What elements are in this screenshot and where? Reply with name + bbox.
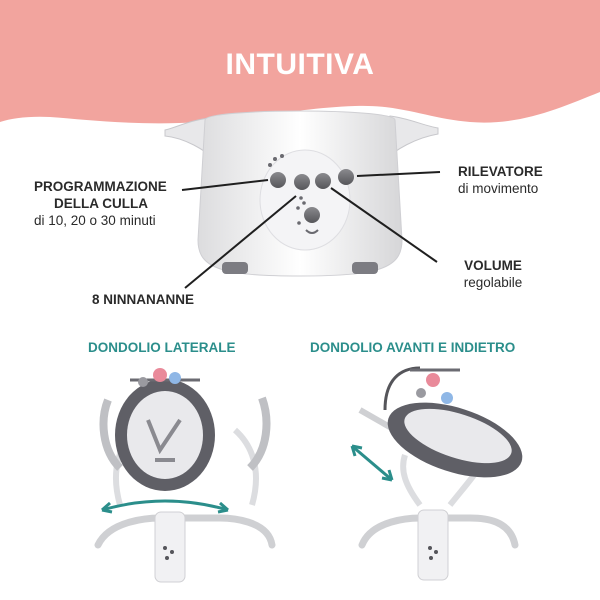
swing-seat-cushion xyxy=(127,391,203,479)
swing-harness xyxy=(146,418,182,462)
device-foot-left xyxy=(222,262,248,274)
timer-led-dot xyxy=(273,157,277,161)
swing-front-view xyxy=(350,366,523,581)
front-rocking-title: DONDOLIO AVANTI E INDIETRO xyxy=(310,340,516,355)
programming-title: PROGRAMMAZIONE xyxy=(34,179,167,194)
speed-led-dot xyxy=(299,196,303,200)
toy-pink xyxy=(426,373,440,387)
callout-line-sensor xyxy=(356,171,441,177)
toy-arch xyxy=(383,366,421,411)
toy-pink xyxy=(153,368,167,382)
volume-callout: VOLUME regolabile xyxy=(456,257,530,291)
swing-base-frame xyxy=(94,514,276,549)
pink-banner xyxy=(0,0,600,124)
speed-indicator xyxy=(305,229,319,234)
programming-title-2: DELLA CULLA xyxy=(54,196,148,211)
side-motion-arrow xyxy=(101,499,229,512)
sensor-callout: RILEVATORE di movimento xyxy=(458,163,543,197)
callout-line-lullabies xyxy=(184,195,297,289)
callout-line-programming xyxy=(181,179,269,191)
programming-callout: PROGRAMMAZIONE DELLA CULLA di 10, 20 o 3… xyxy=(34,178,167,229)
lullabies-callout: 8 NINNANANNE xyxy=(92,291,194,308)
timer-led-dot xyxy=(280,154,284,158)
timer-led-dot xyxy=(268,163,272,167)
callout-line-volume xyxy=(330,187,438,263)
swing-column-button xyxy=(163,546,167,550)
sensor-title: RILEVATORE xyxy=(458,164,543,179)
swing-side-view xyxy=(94,368,276,583)
toy-blue xyxy=(169,372,181,384)
swing-column-button xyxy=(428,546,432,550)
swing-column-button xyxy=(165,556,169,560)
lullaby-button xyxy=(294,174,310,190)
side-rocking-title: DONDOLIO LATERALE xyxy=(88,340,236,355)
programming-detail: di 10, 20 o 30 minuti xyxy=(34,213,156,228)
device-foot-right xyxy=(352,262,378,274)
front-motion-arrow xyxy=(351,444,393,482)
timer-button xyxy=(270,172,286,188)
page-title: INTUITIVA xyxy=(225,48,375,81)
speed-led-dot xyxy=(296,206,300,210)
swing-column xyxy=(417,509,449,581)
sensor-button xyxy=(338,169,354,185)
swing-column-button xyxy=(170,550,174,554)
toy-grey xyxy=(138,377,148,387)
sensor-detail: di movimento xyxy=(458,181,539,196)
speed-led-dot xyxy=(302,201,306,205)
swing-side-frame xyxy=(99,396,271,471)
swing-column xyxy=(154,511,186,583)
volume-detail: regolabile xyxy=(463,275,523,290)
toy-grey xyxy=(416,388,426,398)
speed-led-dot xyxy=(297,221,301,225)
volume-title: VOLUME xyxy=(464,258,522,273)
lullabies-title: 8 NINNANANNE xyxy=(92,292,195,307)
toy-blue xyxy=(441,392,453,404)
swing-column-button xyxy=(434,550,438,554)
power-button xyxy=(304,207,320,223)
swing-seat-cushion xyxy=(404,408,512,464)
volume-button xyxy=(315,173,331,189)
swing-column-button xyxy=(429,556,433,560)
control-panel xyxy=(259,149,351,251)
